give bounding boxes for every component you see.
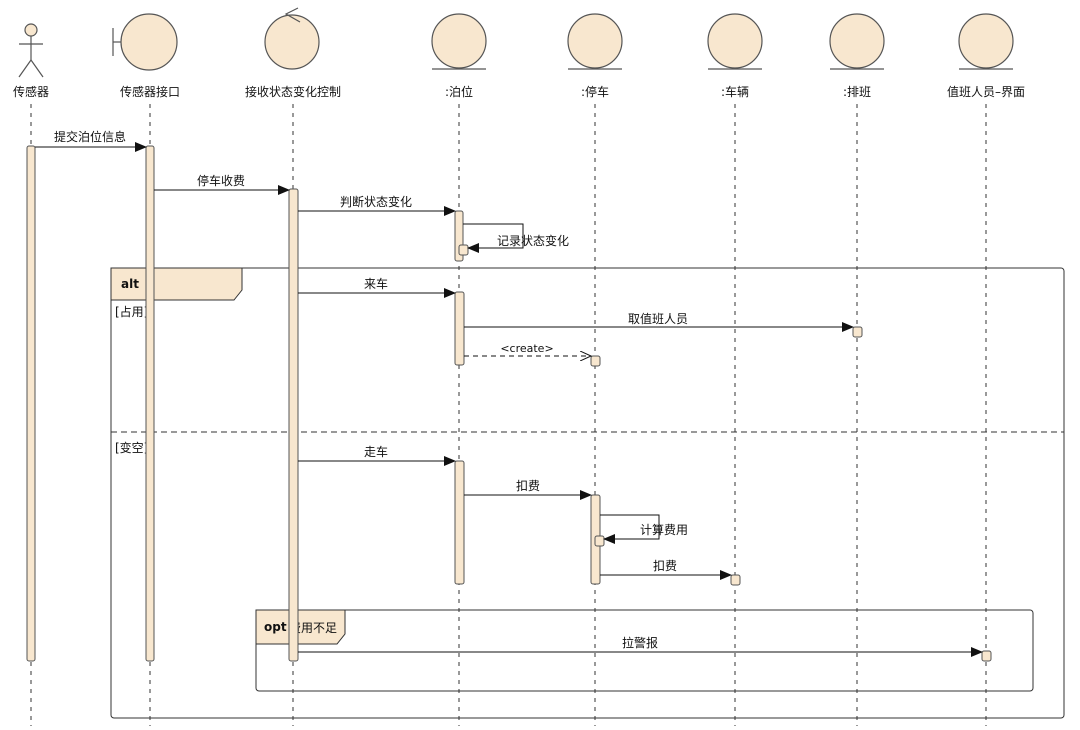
activation-parking-self (594, 535, 605, 547)
message-label: 扣费 (653, 559, 677, 573)
alt-operator: alt (121, 277, 139, 291)
message-label: 判断状态变化 (340, 194, 412, 209)
participant-label-sensor-interface: 传感器接口 (120, 84, 180, 99)
opt-condition: 费用不足 (289, 621, 337, 635)
participant-label-sensor: 传感器 (13, 84, 49, 99)
activation-schedule (852, 326, 863, 338)
entity-icon (829, 13, 885, 70)
participant-label-vehicle: :车辆 (721, 84, 749, 99)
participant-label-duty-ui: 值班人员–界面 (947, 84, 1025, 99)
message-label: 计算费用 (640, 522, 688, 537)
opt-operator: opt (264, 620, 287, 634)
activation-control (288, 188, 299, 662)
message-label: <create> (500, 342, 553, 355)
message-label: 走车 (364, 444, 388, 459)
entity-icon (958, 13, 1014, 70)
actor-icon (18, 23, 44, 78)
activation-berth-3 (454, 460, 465, 585)
message-label: 来车 (364, 276, 388, 291)
participant-label-schedule: :排班 (843, 85, 871, 99)
entity-icon (707, 13, 763, 70)
participant-label-control: 接收状态变化控制 (245, 84, 341, 99)
control-icon (264, 7, 320, 70)
alt-fragment: alt [占用] [变空] (110, 267, 1065, 719)
message-label: 扣费 (516, 479, 540, 493)
boundary-icon (112, 13, 178, 71)
message-label: 停车收费 (197, 173, 245, 188)
activation-duty-ui (981, 650, 992, 662)
message-label: 提交泊位信息 (54, 129, 126, 144)
self-message-arrow (600, 514, 660, 544)
entity-icon (431, 13, 487, 70)
activation-berth-2 (454, 291, 465, 366)
opt-fragment: opt 费用不足 (255, 609, 1034, 692)
activation-sensor-interface (145, 145, 155, 662)
activation-vehicle (730, 574, 741, 586)
activation-berth-self (458, 244, 469, 256)
alt-guard-empty: [变空] (115, 440, 148, 455)
activation-parking-created (590, 355, 601, 367)
participant-label-berth: :泊位 (445, 84, 473, 99)
self-message-arrow (463, 223, 524, 253)
message-label: 取值班人员 (628, 311, 688, 326)
alt-guard-occupied: [占用] (115, 304, 148, 319)
participant-label-parking: :停车 (581, 84, 609, 99)
activation-sensor (26, 145, 36, 662)
entity-icon (567, 13, 623, 70)
message-label: 拉警报 (622, 635, 658, 650)
message-label: 记录状态变化 (497, 233, 569, 248)
